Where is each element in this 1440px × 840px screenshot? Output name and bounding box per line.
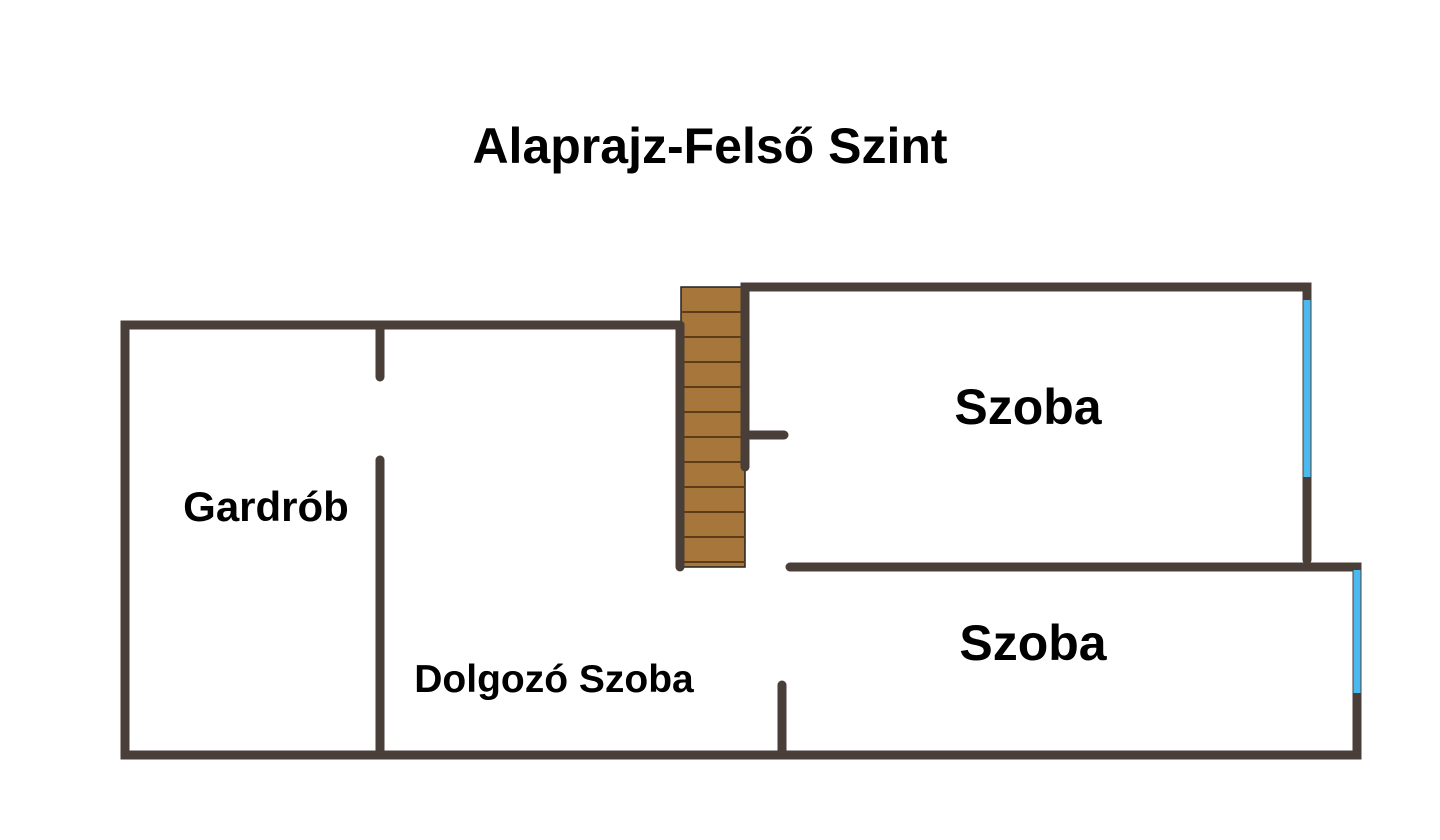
- plan-title: Alaprajz-Felső Szint: [472, 118, 947, 174]
- walls: [120, 282, 1362, 760]
- room-label-szoba-lower: Szoba: [959, 615, 1107, 671]
- room-label-gardrob: Gardrób: [183, 483, 349, 530]
- wall-outer-left: [120, 320, 1362, 760]
- room-label-szoba-upper: Szoba: [954, 379, 1102, 435]
- staircase: [680, 286, 746, 568]
- room-label-dolgozo: Dolgozó Szoba: [414, 658, 694, 701]
